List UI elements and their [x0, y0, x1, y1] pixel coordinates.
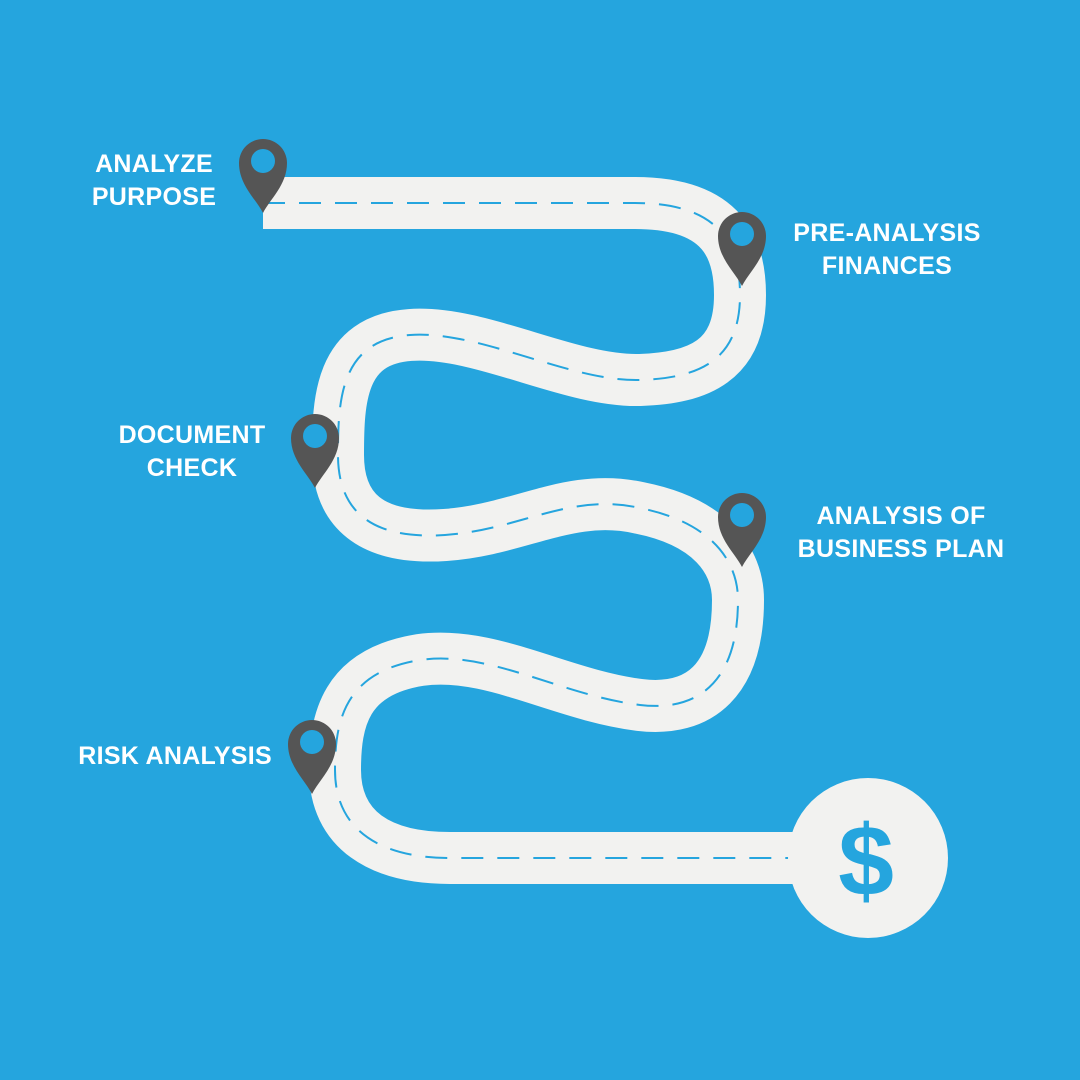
pin-hole — [251, 149, 275, 173]
pin-hole — [300, 730, 324, 754]
map-pin-icon — [291, 414, 339, 488]
map-pin-icon — [718, 493, 766, 567]
road — [263, 177, 870, 884]
label-line: ANALYSIS OF — [816, 502, 986, 530]
road-center-line — [263, 202, 790, 859]
label-analysis-of-business-plan: ANALYSIS OF BUSINESS PLAN — [790, 500, 1012, 566]
pin-analysis-of-business-plan — [718, 493, 766, 567]
pin-pre-analysis-finances — [718, 212, 766, 286]
destination-coin: $ — [788, 778, 948, 938]
label-document-check: DOCUMENT CHECK — [104, 419, 280, 485]
label-pre-analysis-finances: PRE-ANALYSIS FINANCES — [780, 217, 994, 283]
label-risk-analysis: RISK ANALYSIS — [40, 740, 272, 773]
label-line: PRE-ANALYSIS — [793, 219, 981, 247]
label-line: BUSINESS PLAN — [797, 535, 1005, 563]
pin-document-check — [291, 414, 339, 488]
label-line: FINANCES — [821, 252, 953, 280]
pin-analyze-purpose — [239, 139, 287, 213]
label-line: ANALYZE — [95, 150, 213, 178]
label-line: RISK ANALYSIS — [78, 742, 272, 770]
pin-hole — [730, 503, 754, 527]
label-line: DOCUMENT — [118, 421, 266, 449]
label-line: CHECK — [146, 454, 238, 482]
pin-hole — [730, 222, 754, 246]
map-pin-icon — [239, 139, 287, 213]
dollar-symbol: $ — [838, 805, 894, 917]
map-pin-icon — [288, 720, 336, 794]
dollar-coin-icon — [788, 778, 948, 938]
pin-hole — [303, 424, 327, 448]
label-analyze-purpose: ANALYZE PURPOSE — [82, 148, 226, 214]
map-pin-icon — [718, 212, 766, 286]
pin-risk-analysis — [288, 720, 336, 794]
label-line: PURPOSE — [91, 183, 217, 211]
